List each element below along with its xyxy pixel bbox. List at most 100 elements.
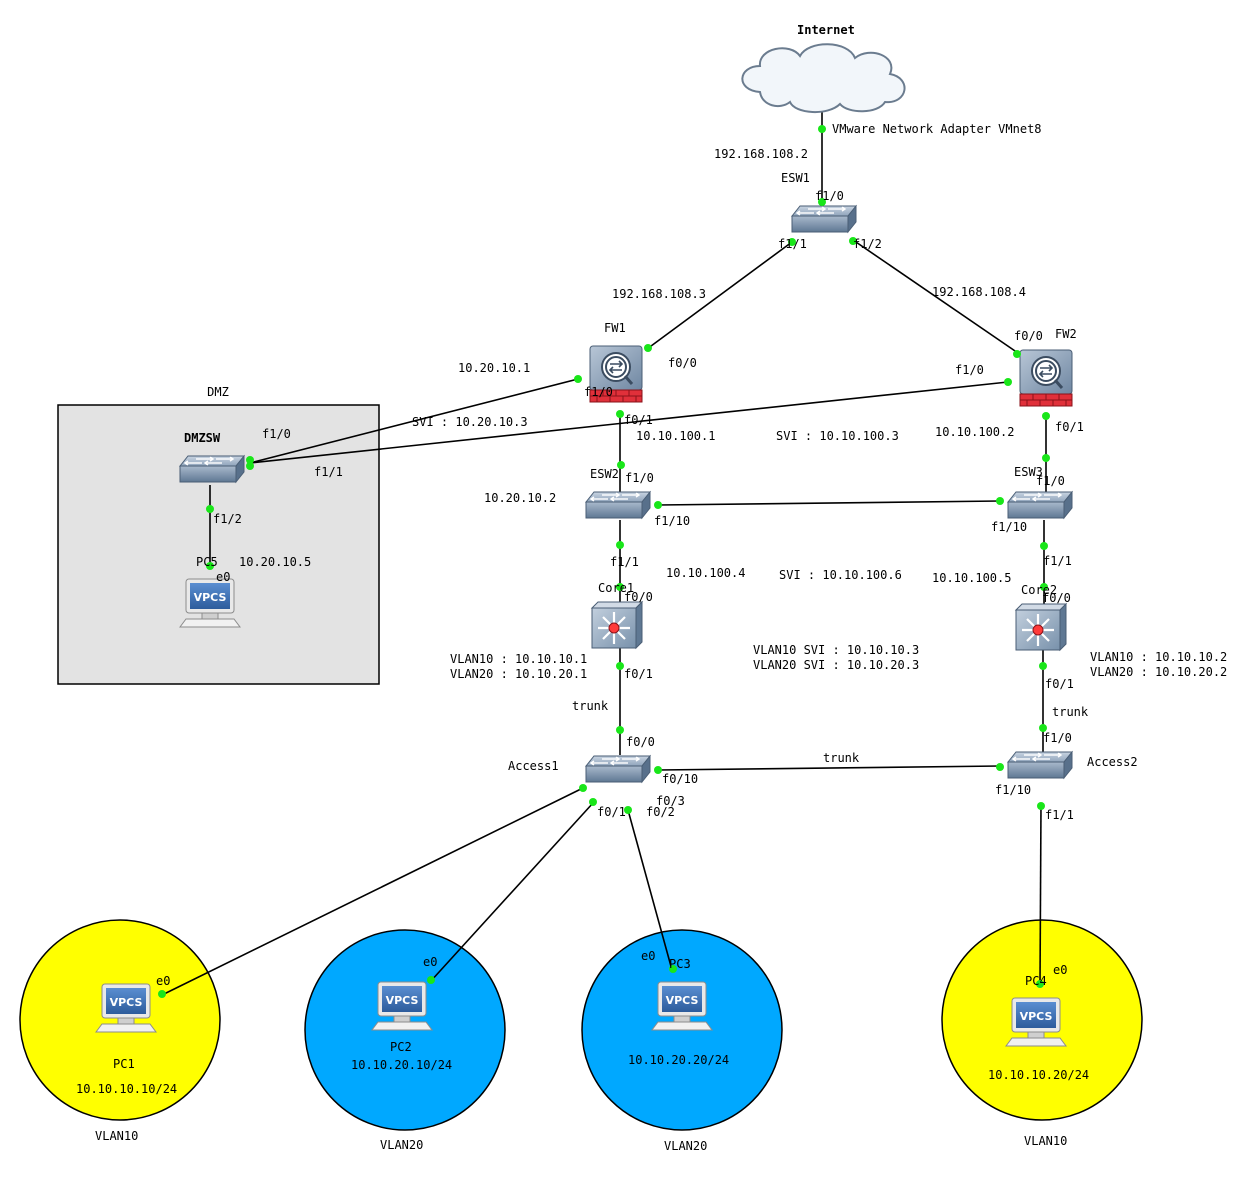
internet-cloud-icon[interactable] (741, 43, 906, 113)
status-dot (1036, 980, 1044, 988)
status-dot (158, 990, 166, 998)
access1-port-label: f0/10 (662, 772, 698, 786)
core2-vlan10-label: VLAN10 : 10.10.10.2 (1090, 650, 1227, 664)
status-dot (654, 501, 662, 509)
pc1-vlan-label: VLAN10 (95, 1129, 138, 1143)
dmzsw-name-label: DMZSW (184, 431, 221, 445)
fw1-port-label: f1/0 (584, 385, 613, 399)
esw2-port-label: f1/0 (625, 471, 654, 485)
core1-name-label: Core1 (598, 581, 634, 595)
status-dot (996, 497, 1004, 505)
status-dot (616, 662, 624, 670)
fw2-down-ip-label: 10.10.100.2 (935, 425, 1014, 439)
access2-name-label: Access2 (1087, 755, 1138, 769)
pc5-name-label: PC5 (196, 555, 218, 569)
link-access1-access2 (657, 765, 1001, 771)
dmz-zone (57, 404, 380, 685)
esw3-svi-mid-label: SVI : 10.10.100.6 (779, 568, 902, 582)
pc3-vpcs-icon[interactable]: VPCS (651, 981, 713, 1031)
core1-vlan10-label: VLAN10 : 10.10.10.1 (450, 652, 587, 666)
access2-port-label: f1/10 (995, 783, 1031, 797)
access1-port-label: f0/0 (626, 735, 655, 749)
core1-l3-switch-icon[interactable] (590, 600, 644, 650)
status-dot (654, 766, 662, 774)
status-dot (996, 763, 1004, 771)
status-dot (616, 410, 624, 418)
status-dot (206, 562, 214, 570)
link-esw1-fw2 (852, 239, 1019, 354)
esw3-port-label: f1/10 (991, 520, 1027, 534)
pc1-port-label: e0 (156, 974, 170, 988)
fw1-port-label: f0/0 (668, 356, 697, 370)
status-dot (788, 238, 796, 246)
core2-l3-switch-icon[interactable] (1014, 602, 1068, 652)
status-dot (624, 806, 632, 814)
esw2-switch-icon[interactable] (585, 491, 651, 519)
link-esw2-esw3 (657, 500, 1001, 506)
status-dot (616, 583, 624, 591)
core2-port-label: f0/0 (1042, 591, 1071, 605)
fw2-firewall-icon[interactable] (1018, 348, 1074, 408)
pc4-vpcs-icon[interactable]: VPCS (1005, 997, 1067, 1047)
link-access2-pc4 (1039, 804, 1042, 986)
dmz-title: DMZ (207, 385, 229, 399)
status-dot (1040, 542, 1048, 550)
status-dot (617, 461, 625, 469)
pc5-vpcs-icon[interactable]: VPCS (179, 578, 241, 628)
status-dot (1039, 724, 1047, 732)
access2-switch-icon[interactable] (1007, 751, 1073, 779)
esw2-port-label: f1/10 (654, 514, 690, 528)
pc4-name-label: PC4 (1025, 974, 1047, 988)
fw2-ip-label: 192.168.108.4 (932, 285, 1026, 299)
dmzsw-port-label: f1/2 (213, 512, 242, 526)
pc3-name-label: PC3 (669, 957, 691, 971)
trunk-label: trunk (823, 751, 860, 765)
access1-name-label: Access1 (508, 759, 559, 773)
core1-port-label: f0/0 (624, 590, 653, 604)
link-fw2-dmzsw (249, 381, 1009, 464)
link-access1-pc3 (627, 809, 673, 971)
status-dot (1039, 662, 1047, 670)
core2-port-label: f0/1 (1045, 677, 1074, 691)
status-dot (1042, 412, 1050, 420)
pc3-screen-label: VPCS (666, 994, 699, 1007)
link-access1-pc1 (161, 787, 584, 996)
pc2-vlan-label: VLAN20 (380, 1138, 423, 1152)
esw3-svi-label: SVI : 10.10.100.3 (776, 429, 899, 443)
esw2-name-label: ESW2 (590, 467, 619, 481)
status-dot (818, 125, 826, 133)
esw2-ip2-label: 10.10.100.4 (666, 566, 745, 580)
link-fw1-dmzsw (249, 378, 579, 464)
access1-port-label: f0/2 (646, 805, 675, 819)
internet-label: Internet (797, 23, 855, 37)
fw2-port-label: f0/1 (1055, 420, 1084, 434)
pc2-ip-label: 10.10.20.10/24 (351, 1058, 452, 1072)
status-dot (1042, 454, 1050, 462)
esw2-port-label: f1/1 (610, 555, 639, 569)
status-dot (1004, 378, 1012, 386)
esw3-port-label: f1/0 (1036, 474, 1065, 488)
fw1-port-label: f0/1 (624, 413, 653, 427)
pc3-port-label: e0 (641, 949, 655, 963)
labels: Internet VMware Network Adapter VMnet8 1… (76, 23, 1227, 1153)
pc1-vpcs-icon[interactable]: VPCS (95, 983, 157, 1033)
pc2-screen-label: VPCS (386, 994, 419, 1007)
core1-vlan20-label: VLAN20 : 10.10.20.1 (450, 667, 587, 681)
dmzsw-switch-icon[interactable] (179, 455, 245, 483)
pc4-ip-label: 10.10.10.20/24 (988, 1068, 1089, 1082)
dmzsw-port-label: f1/1 (314, 465, 343, 479)
pc2-vpcs-icon[interactable]: VPCS (371, 981, 433, 1031)
esw1-switch-icon[interactable] (791, 205, 857, 233)
pc1-ip-label: 10.10.10.10/24 (76, 1082, 177, 1096)
esw3-switch-icon[interactable] (1007, 491, 1073, 519)
esw1-port-label: f1/2 (853, 237, 882, 251)
fw2-name-label: FW2 (1055, 327, 1077, 341)
pc1-name-label: PC1 (113, 1057, 135, 1071)
pc1-screen-label: VPCS (110, 996, 143, 1009)
status-dot (246, 462, 254, 470)
access1-switch-icon[interactable] (585, 755, 651, 783)
status-dot (849, 237, 857, 245)
esw1-name-label: ESW1 (781, 171, 810, 185)
status-dot (644, 344, 652, 352)
